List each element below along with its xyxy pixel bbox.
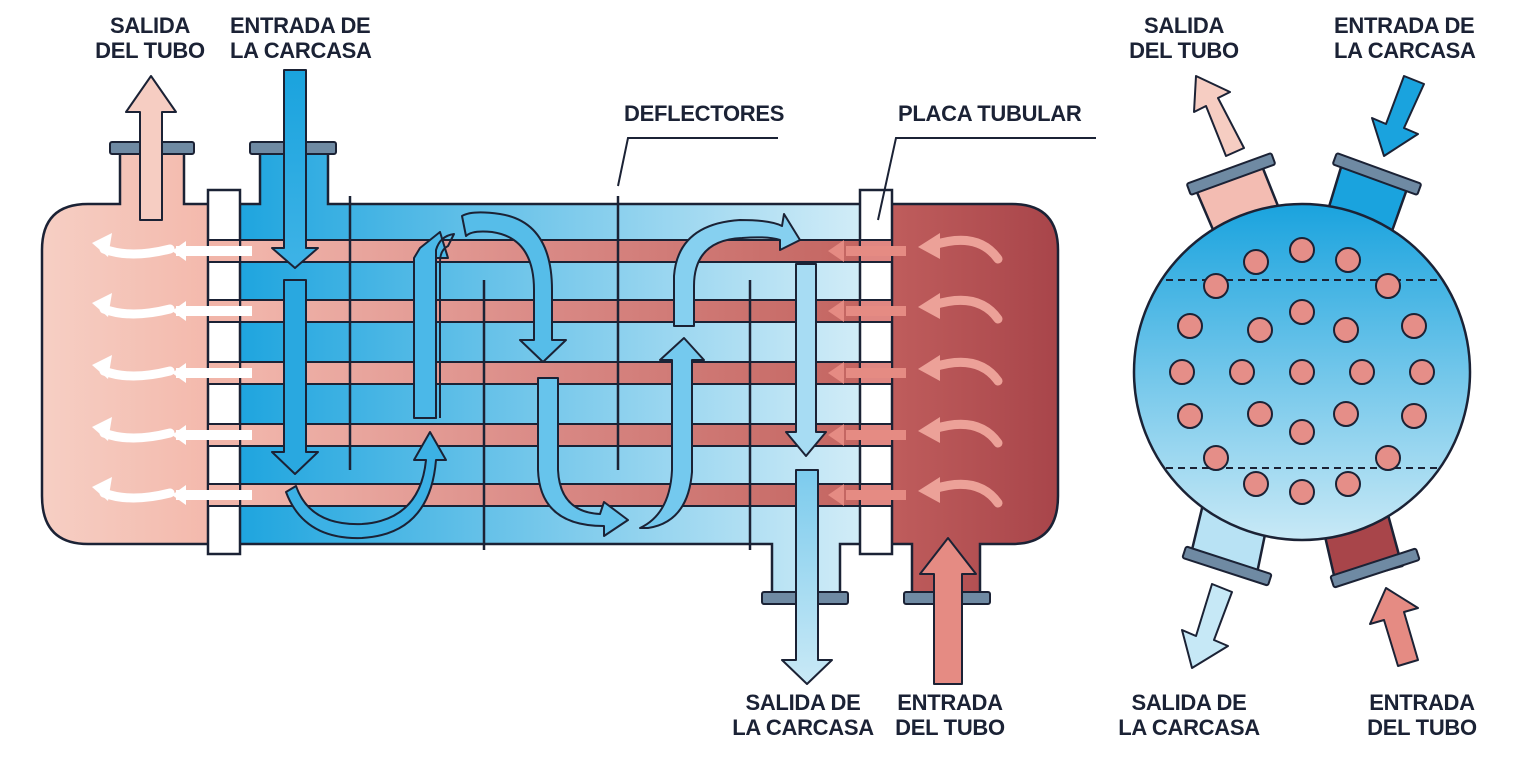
tube-hole — [1375, 273, 1401, 299]
tube-hole — [1333, 401, 1359, 427]
flow-arrow — [99, 488, 175, 503]
label-line: SALIDA DE — [1131, 690, 1247, 715]
flow-arrow — [929, 235, 1003, 264]
label-shell-outlet: SALIDA DE LA CARCASA — [730, 690, 876, 740]
tube-hole — [1229, 359, 1255, 385]
flow-arrow — [99, 244, 175, 259]
tube-hole — [1243, 471, 1269, 497]
label-cross-shell-outlet: SALIDA DE LA CARCASA — [1116, 690, 1262, 740]
label-line: LA CARCASA — [1334, 38, 1476, 63]
tube-hole — [1401, 313, 1427, 339]
tube-hole — [1203, 445, 1229, 471]
tube-holes — [1169, 237, 1435, 505]
label-line: LA CARCASA — [732, 715, 874, 740]
label-line: SALIDA — [109, 13, 191, 38]
flow-arrow-head — [828, 240, 844, 262]
tube-hole — [1247, 401, 1273, 427]
cross-section-view — [1132, 75, 1472, 669]
flow-arrow-head — [172, 301, 186, 321]
flow-arrow-head — [92, 355, 112, 379]
flow-arrow-head — [172, 485, 186, 505]
leader-lines — [617, 137, 1096, 221]
label-shell-inlet: ENTRADA DE LA CARCASA — [230, 13, 372, 63]
tube-hole — [1289, 479, 1315, 505]
flow-arrow-head — [918, 233, 940, 259]
label-line: ENTRADA DE — [230, 13, 371, 38]
label-line: LA CARCASA — [1118, 715, 1260, 740]
label-line: DEL TUBO — [1367, 715, 1477, 740]
flow-arrow — [929, 295, 1003, 324]
label-line: DEL TUBO — [95, 38, 205, 63]
flow-arrow-head — [828, 362, 844, 384]
label-line: LA CARCASA — [230, 38, 372, 63]
flow-arrow-head — [918, 293, 940, 319]
flow-arrow — [929, 419, 1003, 448]
label-cross-shell-inlet: ENTRADA DE LA CARCASA — [1334, 13, 1476, 63]
tube-hole — [1289, 237, 1315, 263]
tube-inlet-flow-arrows — [828, 233, 1003, 508]
label-line: ENTRADA — [1369, 690, 1475, 715]
tube-hole — [1335, 247, 1361, 273]
label-line: DEL TUBO — [895, 715, 1005, 740]
tube — [223, 239, 877, 263]
baffles — [348, 196, 752, 550]
label-line: DEL TUBO — [1129, 38, 1239, 63]
tube-hole — [1289, 299, 1315, 325]
flow-arrow — [99, 366, 175, 381]
tube-hole — [1243, 249, 1269, 275]
flow-arrow-head — [92, 293, 112, 317]
tube-hole — [1349, 359, 1375, 385]
flow-arrow-head — [92, 417, 112, 441]
label-baffles: DEFLECTORES — [624, 101, 785, 126]
tube-hole — [1401, 403, 1427, 429]
flow-arrow-head — [918, 417, 940, 443]
flow-arrow-head — [172, 425, 186, 445]
tube-hole — [1289, 419, 1315, 445]
label-tube-inlet: ENTRADA DEL TUBO — [888, 690, 1012, 740]
flow-arrow — [99, 428, 175, 443]
label-line: SALIDA DE — [745, 690, 861, 715]
tube-hole — [1333, 317, 1359, 343]
tube-nozzle-arrows — [125, 75, 977, 685]
right-channel-head — [874, 202, 1060, 600]
tube-hole — [1203, 273, 1229, 299]
shell-flow-arrows — [271, 69, 833, 685]
flow-arrow-head — [92, 233, 112, 257]
left-channel-head — [40, 148, 226, 546]
tube-hole — [1409, 359, 1435, 385]
label-line: ENTRADA DE — [1334, 13, 1475, 38]
label-line: ENTRADA — [897, 690, 1003, 715]
tube-hole — [1177, 403, 1203, 429]
label-tube-sheet: PLACA TUBULAR — [898, 101, 1082, 126]
tube-hole — [1375, 445, 1401, 471]
flow-arrow-head — [828, 484, 844, 506]
tube-hole — [1247, 317, 1273, 343]
flow-arrow-head — [828, 424, 844, 446]
flow-arrow-head — [172, 241, 186, 261]
flow-arrow — [99, 304, 175, 319]
label-cross-tube-inlet: ENTRADA DEL TUBO — [1360, 690, 1484, 740]
label-line: SALIDA — [1143, 13, 1225, 38]
flow-arrow-head — [92, 477, 112, 501]
label-cross-tube-outlet: SALIDA DEL TUBO — [1124, 13, 1244, 63]
flow-arrow — [929, 479, 1003, 508]
label-tube-outlet: SALIDA DEL TUBO — [90, 13, 210, 63]
flow-arrow — [929, 357, 1003, 386]
tube-hole — [1169, 359, 1195, 385]
flow-arrow-head — [828, 300, 844, 322]
flow-arrow-head — [918, 355, 940, 381]
tube-hole — [1177, 313, 1203, 339]
tube-hole — [1335, 471, 1361, 497]
flow-arrow-head — [172, 363, 186, 383]
flow-arrow-head — [918, 477, 940, 503]
tube-hole — [1289, 359, 1315, 385]
tube-outlet-flow-arrows — [92, 233, 252, 505]
